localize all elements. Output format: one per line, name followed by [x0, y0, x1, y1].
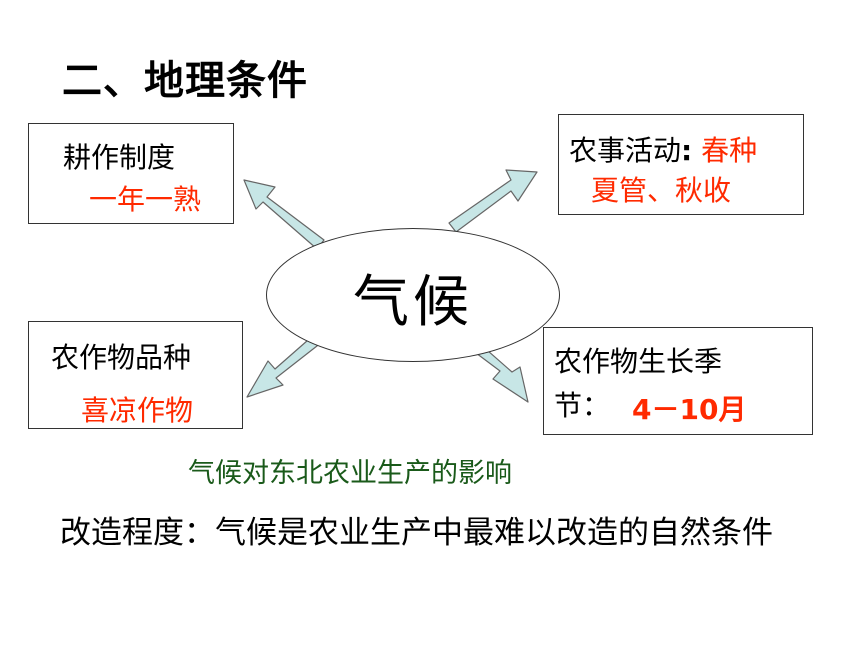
farm-activities-colon: :: [681, 134, 693, 167]
climate-ellipse: 气候: [266, 228, 560, 362]
crop-varieties-value: 喜凉作物: [81, 394, 194, 427]
farming-system-box: 耕作制度 一年一熟: [28, 123, 234, 224]
growing-season-label-2: 节：: [554, 389, 611, 422]
diagram-caption: 气候对东北农业生产的影响: [188, 458, 512, 489]
growing-season-label-1: 农作物生长季: [554, 345, 723, 378]
crop-varieties-label: 农作物品种: [51, 341, 192, 374]
crop-varieties-box: 农作物品种 喜凉作物: [28, 321, 243, 429]
farm-activities-box: 农事活动: 春种 夏管、秋收: [558, 114, 804, 215]
growing-season-value: 4－10月: [632, 393, 747, 426]
arrow-to-farming-system: [243, 179, 325, 250]
farming-system-label: 耕作制度: [63, 141, 176, 174]
farm-activities-line1: 农事活动: 春种: [569, 129, 757, 169]
farming-system-value: 一年一熟: [89, 183, 202, 216]
arrow-to-farm-activities: [448, 169, 538, 233]
bottom-statement: 改造程度：气候是农业生产中最难以改造的自然条件: [60, 515, 773, 551]
farm-activities-label: 农事活动: [569, 134, 682, 167]
center-label: 气候: [353, 270, 473, 335]
farm-activities-value-2: 夏管、秋收: [591, 174, 732, 207]
growing-season-box: 农作物生长季 节： 4－10月: [543, 327, 813, 435]
farm-activities-value-1: 春种: [701, 134, 758, 167]
page-title: 二、地理条件: [62, 58, 308, 104]
